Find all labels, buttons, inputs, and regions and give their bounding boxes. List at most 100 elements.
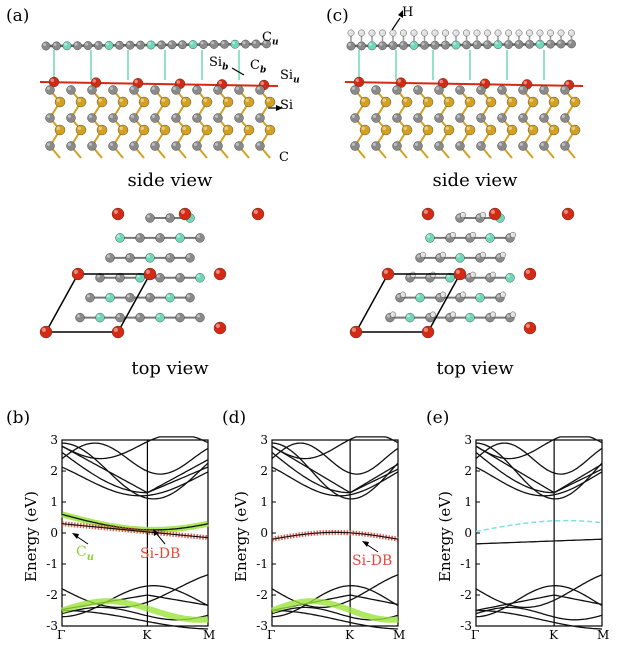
top-carbon-atom: [62, 41, 72, 51]
si-adatom-shine: [563, 209, 568, 214]
slab-silicon-atom: [54, 124, 66, 136]
slab-silicon-atom: [443, 124, 455, 136]
lattice-atom: [105, 253, 115, 263]
slab-carbon-atom-shine: [456, 86, 460, 91]
hydrogen-atom-shine: [422, 30, 425, 33]
si-adatom-shine: [423, 327, 428, 332]
y-tick-label: 2: [464, 464, 472, 478]
valence-band: [476, 609, 603, 630]
hydrogen-atom: [515, 29, 523, 37]
top-carbon-atom-shine: [127, 42, 130, 46]
slab-silicon-atom-shine: [487, 98, 491, 102]
y-tick-label: -1: [46, 557, 58, 571]
surface-si-atom-shine: [523, 80, 527, 85]
conduction-band: [475, 466, 603, 497]
si-adatom: [39, 325, 53, 339]
lattice-atom-shine: [426, 234, 430, 238]
si-adatom: [421, 207, 435, 221]
slab-silicon-atom-shine: [550, 126, 554, 130]
slab-carbon-atom-shine: [193, 86, 197, 90]
lattice-atom-shine: [106, 294, 111, 298]
hydrogen-atom-shine: [391, 312, 393, 315]
top-carbon-atom-shine: [137, 42, 141, 46]
top-carbon-atom: [136, 40, 145, 50]
slab-carbon-atom: [234, 85, 244, 95]
slab-silicon-atom-shine: [203, 98, 207, 102]
lattice-atom: [135, 233, 145, 243]
lattice-atom-shine: [416, 254, 420, 258]
si-adatom-shine: [215, 269, 220, 274]
surface-bond: [344, 81, 584, 87]
top-carbon-atom-shine: [85, 42, 88, 46]
si-adatom-shine: [215, 323, 220, 328]
hydrogen-atom-shine: [380, 30, 383, 33]
conduction-band: [61, 466, 209, 497]
top-carbon-atom-shine: [516, 41, 519, 45]
top-carbon-atom-shine: [179, 41, 183, 45]
slab-silicon-atom: [96, 96, 108, 108]
top-carbon-atom-shine: [232, 41, 235, 45]
conduction-band: [271, 445, 399, 494]
slab-carbon-atom: [434, 141, 444, 151]
hydrogen-atom-shine: [461, 292, 463, 295]
top-carbon-atom: [230, 39, 240, 49]
x-tick-label: M: [597, 628, 610, 642]
slab-silicon-atom-shine: [403, 126, 407, 130]
top-carbon-atom-shine: [495, 41, 498, 45]
lattice-atom-shine: [166, 294, 170, 298]
slab-carbon-atom: [560, 113, 570, 123]
slab-carbon-atom-shine: [130, 142, 134, 146]
slab-carbon-atom: [455, 141, 465, 151]
hydrogen-atom-shine: [359, 30, 362, 33]
hydrogen-atom-shine: [421, 252, 423, 255]
conduction-band: [61, 442, 209, 475]
hydrogen-atom: [419, 251, 426, 258]
hydrogen-atom-shine: [432, 30, 435, 33]
slab-carbon-atom: [350, 141, 360, 151]
slab-carbon-atom-shine: [46, 114, 50, 119]
hydrogen-atom: [400, 29, 407, 37]
slab-carbon-atom-shine: [109, 142, 114, 146]
slab-silicon-atom-shine: [119, 98, 123, 102]
conduction-band: [271, 451, 399, 494]
lattice-atom-shine: [496, 254, 500, 258]
top-carbon-atom-shine: [463, 41, 467, 45]
surface-si-atom-shine: [260, 81, 264, 85]
top-carbon-atom-shine: [242, 41, 246, 45]
hydrogen-atom-shine: [558, 30, 561, 33]
slab-silicon-atom-shine: [245, 98, 249, 102]
slab-carbon-atom-shine: [561, 142, 565, 146]
lattice-atom: [195, 273, 205, 283]
gap-band: [475, 538, 603, 545]
slab-carbon-atom: [434, 113, 444, 123]
hydrogen-atom-shine: [471, 232, 473, 235]
si-db-band: [61, 523, 209, 539]
top-carbon-atom-shine: [411, 42, 414, 46]
lattice-atom-shine: [156, 234, 160, 238]
slab-carbon-atom-shine: [561, 114, 565, 119]
top-carbon-atom-shine: [53, 42, 57, 46]
hydrogen-atom: [439, 291, 446, 298]
hydrogen-atom: [421, 29, 428, 37]
lattice-atom-shine: [166, 214, 170, 218]
lattice-atom: [155, 233, 165, 243]
slab-carbon-atom-shine: [172, 86, 176, 90]
slab-carbon-atom: [45, 113, 55, 123]
hydrogen-atom: [410, 29, 418, 37]
slab-carbon-atom-shine: [151, 142, 155, 146]
x-tick-label: Γ: [267, 628, 276, 642]
lattice-atom-shine: [126, 294, 130, 298]
hydrogen-atom-shine: [501, 252, 503, 255]
lattice-atom-shine: [146, 254, 150, 258]
slab-carbon-atom: [213, 85, 223, 95]
slab-carbon-atom-shine: [214, 142, 218, 146]
lattice-atom-shine: [456, 254, 460, 258]
slab-carbon-atom: [350, 113, 360, 123]
si-adatom: [71, 267, 85, 281]
slab-carbon-atom: [413, 113, 423, 123]
lattice-atom-shine: [466, 314, 470, 318]
y-tick-label: -3: [460, 619, 472, 633]
hydrogen-atom-shine: [474, 30, 477, 33]
lattice-atom: [115, 233, 125, 243]
lattice-atom-shine: [466, 234, 470, 238]
